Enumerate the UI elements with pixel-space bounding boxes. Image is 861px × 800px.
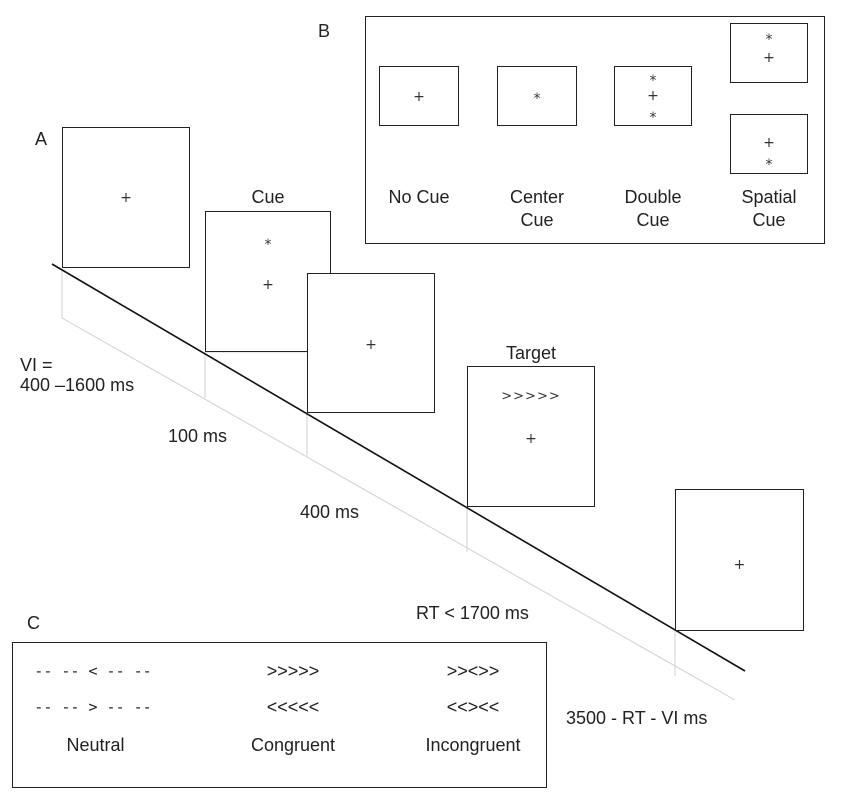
spatial-cue-label: Spatial	[741, 187, 797, 207]
upper-asterisk: *	[649, 73, 657, 89]
fixation-cross: +	[413, 89, 425, 105]
fixation-cross: +	[647, 88, 659, 104]
timeline-line	[51, 263, 746, 672]
center-cue-frame: *	[497, 66, 577, 126]
duration-vi-line1: VI =	[20, 355, 53, 375]
fixation-cross: +	[120, 190, 132, 206]
center-asterisk: *	[533, 91, 541, 107]
congruent-row-1: >>>>>	[266, 661, 320, 681]
congruent-label: Congruent	[250, 735, 336, 755]
incongruent-row-1: >><>>	[446, 661, 500, 681]
fixation-cross: +	[733, 557, 746, 573]
neutral-row-2: -- -- > -- --	[34, 698, 152, 716]
panel-label-c: C	[27, 613, 40, 633]
spatial-cue-frame-bottom: + *	[730, 114, 808, 174]
double-cue-label-2: Cue	[636, 210, 670, 230]
upper-asterisk: *	[765, 32, 773, 48]
spatial-cue-frame-top: * +	[730, 23, 808, 83]
target-frame: >>>>> +	[467, 366, 595, 507]
lower-asterisk: *	[649, 110, 657, 126]
no-cue-label: No Cue	[388, 187, 450, 207]
fixation-cross: +	[525, 431, 537, 447]
fixation-cross: +	[365, 337, 377, 353]
duration-interval: 400 ms	[300, 502, 360, 522]
duration-post-target: 3500 - RT - VI ms	[566, 708, 708, 728]
panel-label-a: A	[35, 129, 48, 149]
lower-asterisk: *	[765, 157, 773, 173]
incongruent-label: Incongruent	[425, 735, 521, 755]
fixation-frame: +	[62, 127, 190, 268]
neutral-label: Neutral	[66, 735, 125, 755]
fixation-cross: +	[763, 50, 775, 66]
panel-label-b: B	[318, 21, 331, 41]
double-cue-frame: * + *	[614, 66, 692, 126]
duration-vi-line2: 400 –1600 ms	[20, 375, 135, 395]
cue-types-panel: + * * + * * + + * No Cue Center Cue Doub…	[365, 16, 825, 244]
interval-frame: +	[307, 273, 435, 413]
congruent-row-2: <<<<<	[266, 697, 320, 717]
target-arrows: >>>>>	[501, 389, 561, 404]
flanker-types-panel: -- -- < -- -- -- -- > -- -- Neutral >>>>…	[12, 642, 547, 788]
center-cue-label: Center	[509, 187, 565, 207]
fixation-cross: +	[262, 277, 274, 293]
depth-line-2	[61, 317, 736, 701]
neutral-row-1: -- -- < -- --	[34, 662, 152, 680]
cue-frame-label: Cue	[251, 187, 285, 207]
duration-cue: 100 ms	[168, 426, 228, 446]
no-cue-frame: +	[379, 66, 459, 126]
post-target-frame: +	[675, 489, 804, 631]
duration-rt: RT < 1700 ms	[416, 603, 529, 623]
target-frame-label: Target	[505, 343, 557, 363]
fixation-cross: +	[763, 135, 775, 151]
incongruent-row-2: <<><<	[446, 697, 500, 717]
double-cue-label: Double	[624, 187, 682, 207]
center-cue-label-2: Cue	[520, 210, 554, 230]
spatial-cue-label-2: Cue	[752, 210, 786, 230]
cue-asterisk: *	[264, 237, 272, 253]
